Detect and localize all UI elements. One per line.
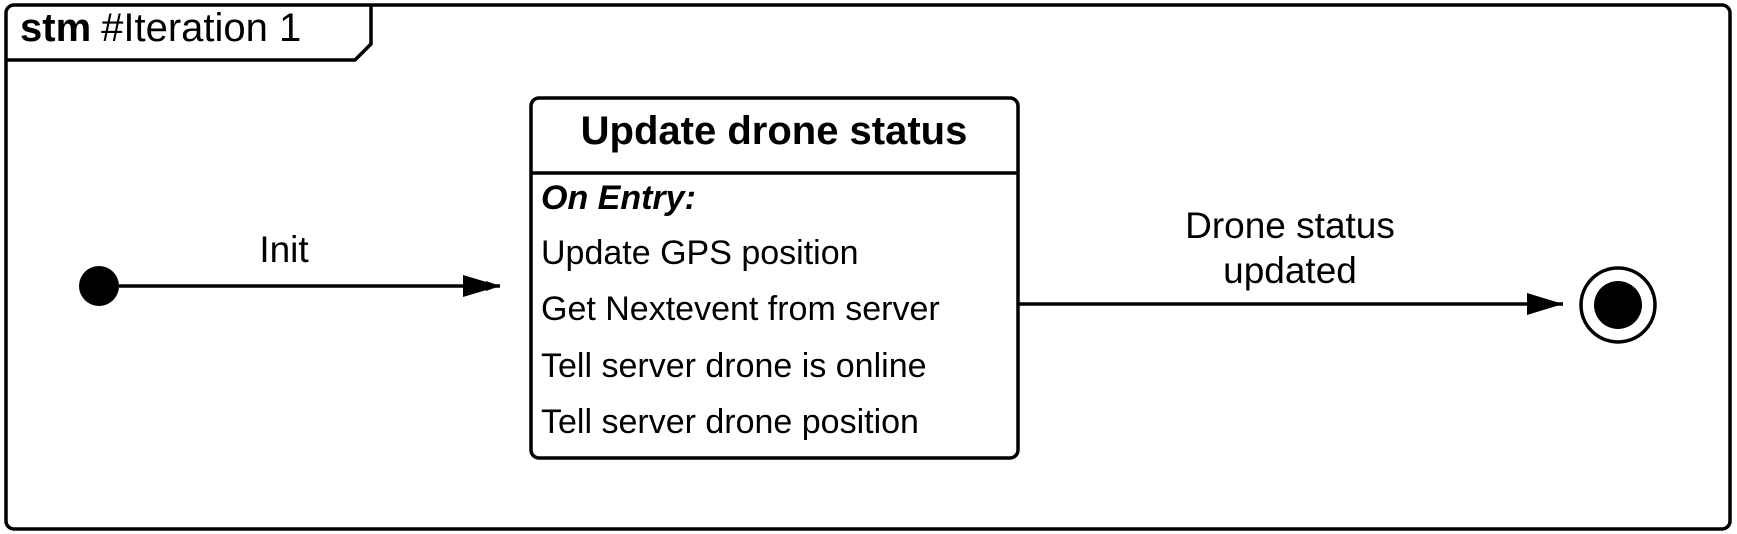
entry-action: Get Nextevent from server	[541, 290, 940, 328]
frame-kind: stm	[20, 6, 91, 50]
init-arrowhead	[463, 275, 500, 297]
final-state-inner-dot	[1594, 281, 1642, 329]
state-update-drone-status[interactable]	[529, 96, 1020, 460]
final-arrowhead	[1527, 293, 1563, 315]
frame-label: stm#Iteration 1	[20, 6, 301, 50]
initial-state-node[interactable]	[79, 266, 119, 306]
frame-name-tab	[6, 5, 373, 62]
final-transition-label-line2: updated	[1223, 250, 1357, 291]
init-transition-label: Init	[259, 229, 309, 270]
diagram-frame	[4, 3, 1732, 531]
state-title: Update drone status	[581, 109, 968, 153]
entry-action: Update GPS position	[541, 234, 859, 272]
frame-name: #Iteration 1	[101, 6, 301, 50]
final-transition-label-line1: Drone status	[1185, 205, 1395, 246]
entry-label: On Entry:	[541, 179, 696, 217]
entry-action: Tell server drone is online	[541, 347, 927, 385]
entry-action: Tell server drone position	[541, 403, 919, 441]
